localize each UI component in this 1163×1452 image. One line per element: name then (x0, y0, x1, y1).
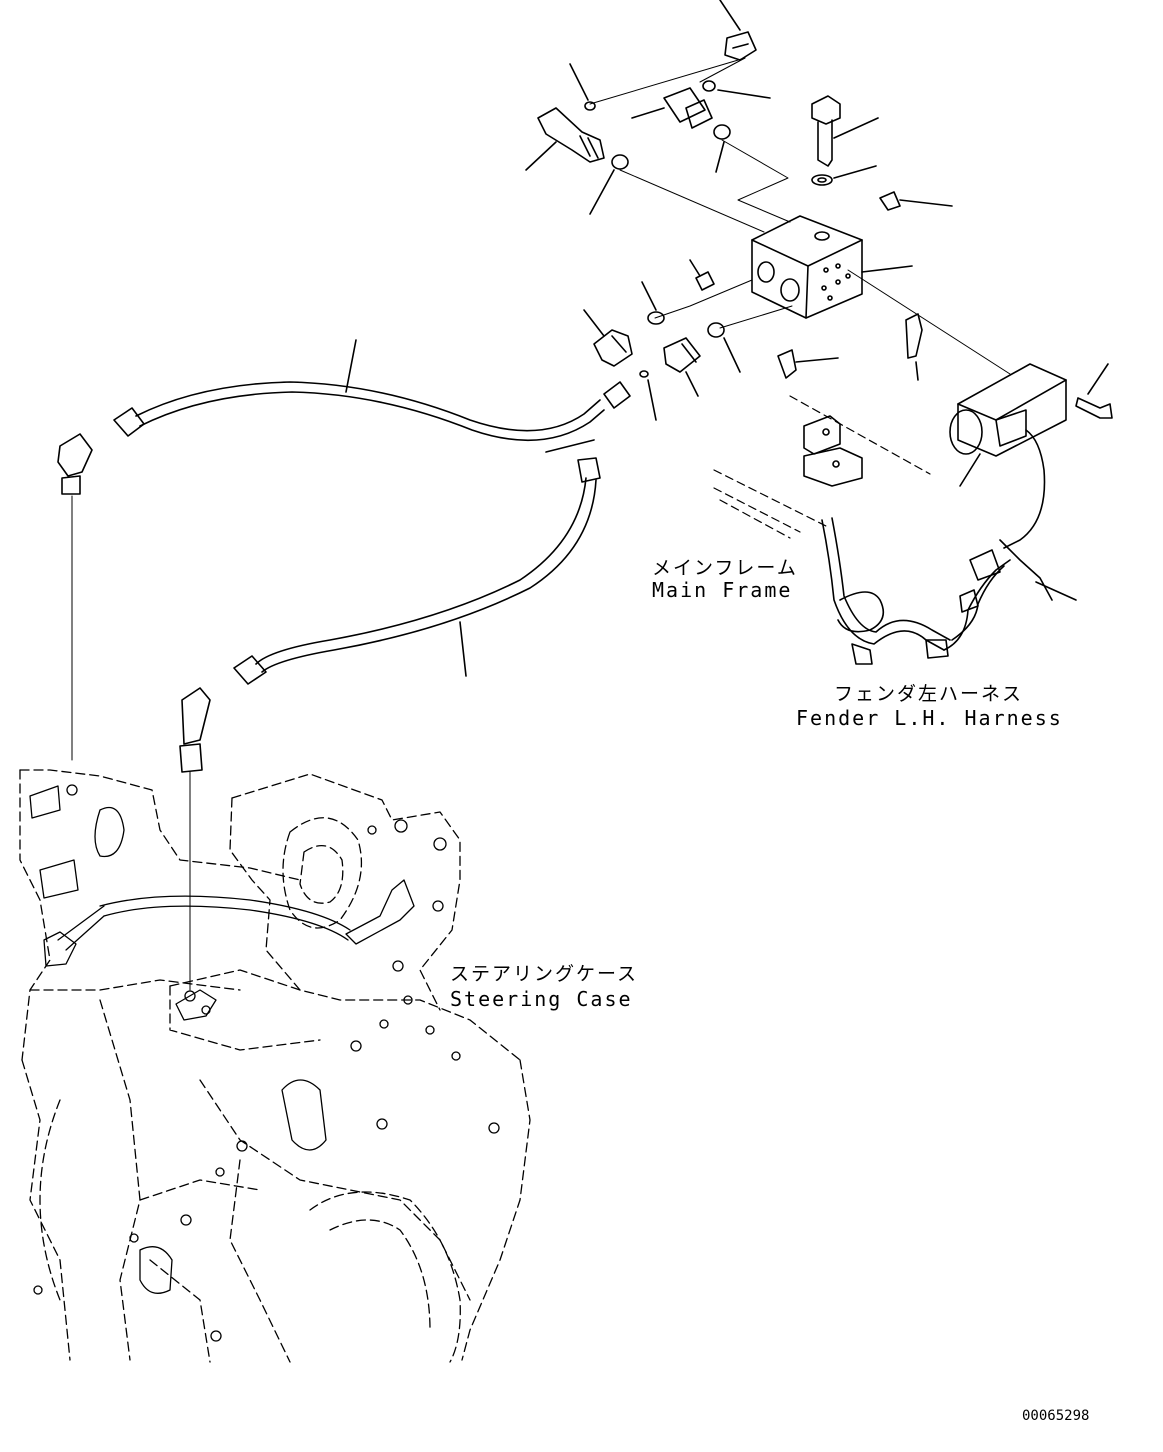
fender-harness-en-label: Fender L.H. Harness (796, 706, 1063, 730)
long-bolt (811, 95, 879, 167)
steering-case-jp-label: ステアリングケース (450, 963, 638, 985)
upper-elbow-fitting (525, 107, 605, 171)
straight-adapter (663, 337, 701, 397)
steering-case (19, 769, 531, 1363)
solenoid-screw (1075, 363, 1113, 419)
main-frame-blocks (803, 415, 863, 487)
small-orings-top (569, 63, 771, 215)
center-elbow-fitting (179, 687, 211, 991)
upper-hose (113, 339, 631, 442)
main-frame-jp-label: メインフレーム (652, 557, 798, 579)
left-elbow-fitting (57, 433, 93, 761)
fender-harness (821, 517, 1077, 665)
steering-case-en-label: Steering Case (450, 987, 633, 1011)
assembly-guide-lines (589, 57, 1011, 375)
clip-bracket (905, 313, 923, 381)
bleeder-fitting (777, 349, 839, 379)
fender-harness-jp-label: フェンダ左ハーネス (834, 683, 1023, 705)
main-frame-outline (713, 395, 931, 539)
steering-case-holes (29, 784, 500, 1342)
small-orings-mid (639, 281, 741, 421)
valve-block (751, 215, 913, 319)
elbow-45-fitting (583, 309, 633, 367)
washer (811, 165, 877, 186)
main-frame-en-label: Main Frame (652, 578, 792, 602)
small-plug-left (689, 259, 715, 291)
solenoid-valve (949, 363, 1067, 549)
upper-fitting-straight (631, 87, 713, 129)
lower-hose (233, 439, 601, 685)
top-nut (719, 0, 757, 61)
plug-right (879, 191, 953, 211)
drawing-number: 00065298 (1022, 1408, 1089, 1424)
